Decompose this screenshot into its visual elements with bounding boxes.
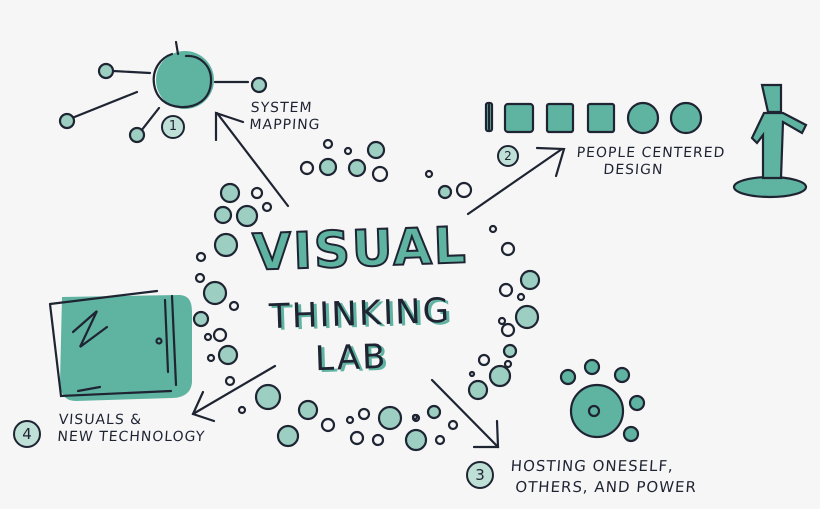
section-number-1: 1: [161, 115, 185, 139]
network-node-icon: [58, 40, 268, 144]
label-line: HOSTING ONESELF,: [510, 457, 675, 475]
label-hosting-oneself: HOSTING ONESELF, OTHERS, AND POWER: [509, 456, 700, 498]
label-line: PEOPLE CENTERED: [576, 145, 726, 161]
label-people-centered-design: PEOPLE CENTERED DESIGN: [575, 145, 726, 179]
tablet-icon: [48, 289, 192, 401]
label-line: SYSTEM: [250, 100, 314, 116]
label-line: VISUALS &: [58, 412, 143, 428]
label-visuals-new-technology: VISUALS & NEW TECHNOLOGY: [57, 412, 207, 446]
section-number-4: 4: [13, 420, 41, 448]
title-thinking: THINKING: [268, 290, 452, 338]
section-number-2: 2: [497, 145, 519, 167]
label-line: MAPPING: [248, 117, 321, 133]
label-line: OTHERS, AND POWER: [514, 478, 698, 496]
section-number-3: 3: [466, 461, 494, 489]
label-line: NEW TECHNOLOGY: [56, 429, 206, 445]
person-on-pedestal-icon: [732, 83, 808, 199]
squares-to-circles-icon: [484, 101, 703, 135]
label-system-mapping: SYSTEM MAPPING: [249, 100, 322, 134]
title-visual: VISUAL: [251, 215, 470, 282]
decorative-bubbles: [192, 138, 541, 452]
power-circle-icon: [559, 358, 646, 443]
title-lab: LAB: [314, 336, 388, 380]
label-line: DESIGN: [602, 162, 664, 178]
